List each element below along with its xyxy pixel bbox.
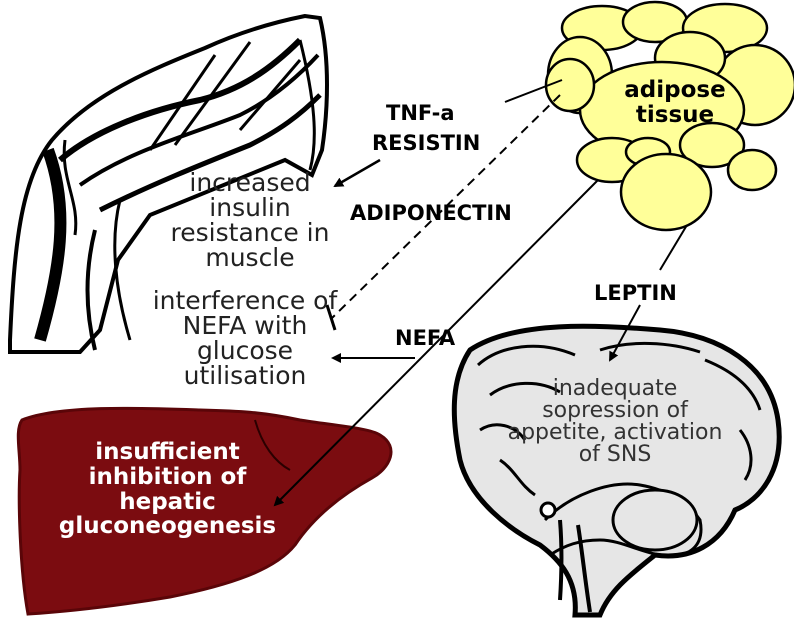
brain-label: inadequate sopression of appetite, activ… [505, 378, 725, 466]
adipose-label-line1: adipose [600, 78, 750, 103]
adiponectin-label: ADIPONECTIN [350, 203, 512, 224]
adipose-label-line2: tissue [600, 103, 750, 128]
resistin-label: RESISTIN [372, 133, 480, 154]
resistin-arrow [335, 160, 380, 186]
muscle-nefa-interference-label: interference of NEFA with glucose utilis… [150, 288, 340, 388]
liver-label: insufficient inhibition of hepatic gluco… [45, 440, 290, 539]
leptin-label: LEPTIN [594, 283, 677, 304]
nefa-label: NEFA [395, 328, 455, 349]
tnf-label: TNF-a [386, 103, 455, 124]
leptin-line-top [660, 225, 687, 270]
adipose-label: adipose tissue [600, 78, 750, 129]
muscle-insulin-resistance-label: increased insulin resistance in muscle [160, 170, 340, 270]
brain-illustration [454, 326, 779, 615]
